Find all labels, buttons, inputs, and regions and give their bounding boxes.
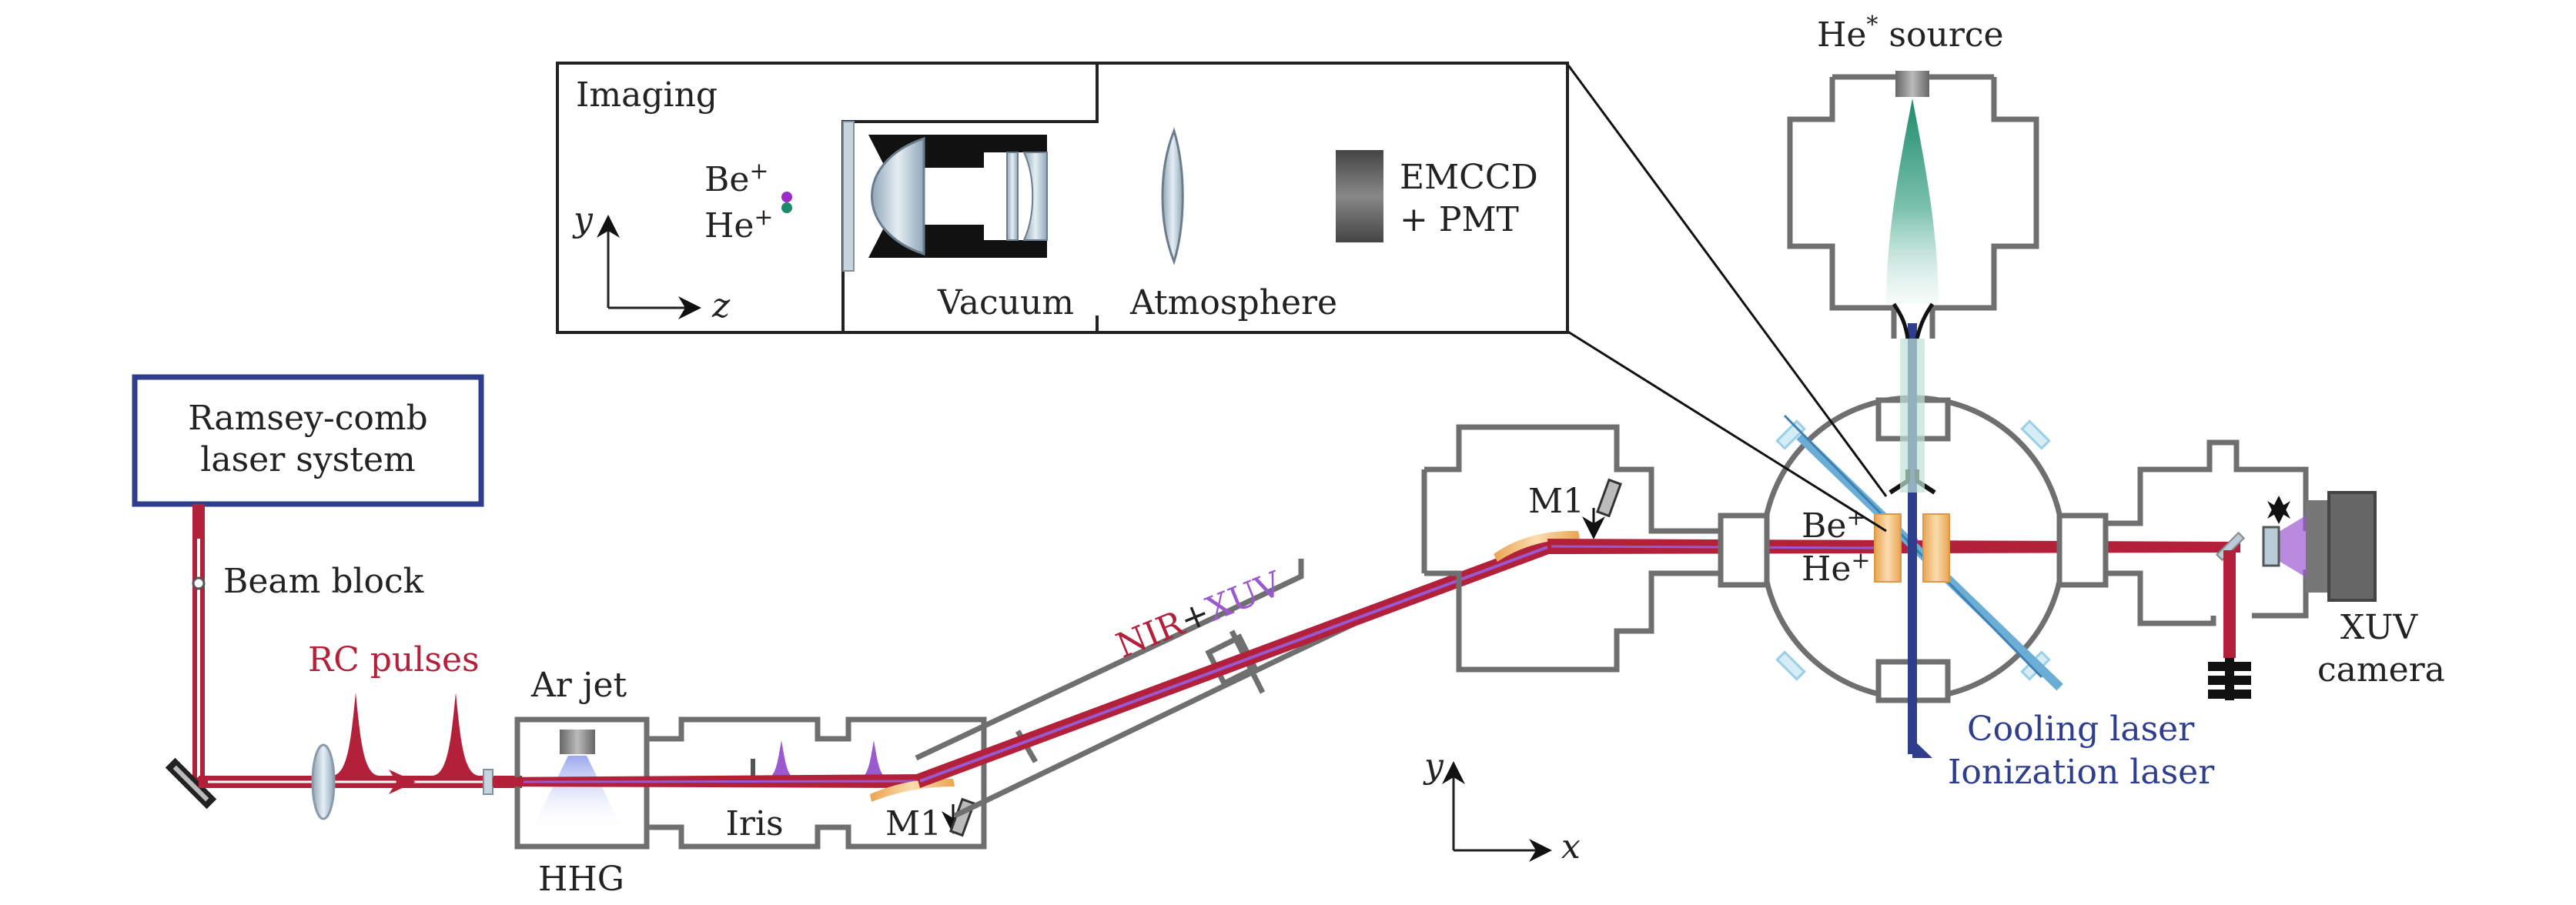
beam-dump-icon: [2208, 658, 2251, 700]
imaging-inset: [556, 62, 1888, 533]
ionization-laser-label: Ionization laser: [1948, 753, 2215, 792]
inset-he-text: He: [704, 206, 754, 245]
m1-lower-actuator-icon: [942, 797, 975, 837]
cooling-laser-label: Cooling laser: [1967, 710, 2195, 749]
inset-axis-y-label: y: [572, 200, 594, 239]
inset-be-text: Be: [704, 160, 749, 199]
iris-label: Iris: [725, 804, 783, 843]
rc-pulses-label: RC pulses: [308, 640, 480, 680]
trap-be-text: Be: [1802, 506, 1846, 546]
electrode-icon-left: [1874, 513, 1902, 583]
he-source-label: He* source: [1817, 12, 2004, 55]
trap-he-text: He: [1802, 549, 1851, 589]
hhg-label: HHG: [538, 860, 624, 899]
pulse-icon-2: [433, 693, 479, 776]
beam-to-dump: [2223, 550, 2236, 658]
objective-lens-assembly: [842, 121, 1048, 272]
he-beam-column: [1900, 339, 1925, 493]
laser-system-label-line2: laser system: [200, 440, 415, 479]
atmosphere-label: Atmosphere: [1129, 283, 1337, 322]
m1-upper-label: M1: [1528, 482, 1584, 521]
axis-y-label: y: [1423, 746, 1444, 786]
vacuum-label: Vacuum: [937, 283, 1074, 322]
m1-upper-actuator-icon: [1582, 478, 1622, 539]
xuv-camera-label-line1: XUV: [2340, 608, 2418, 647]
focusing-lens-icon: [311, 743, 336, 820]
inset-title: Imaging: [576, 75, 718, 115]
relay-lens-icon: [1161, 127, 1184, 265]
he-source-star: *: [1866, 12, 1878, 38]
xuv-label: XUV: [1201, 564, 1288, 629]
iris-icon: [751, 759, 755, 786]
m1-upper-chamber: [1421, 424, 1721, 673]
ar-jet-label: Ar jet: [530, 666, 627, 705]
inset-he-charge: +: [754, 204, 773, 231]
pulse-icon-1: [333, 693, 379, 776]
xuv-pulse-icon-2: [858, 740, 889, 779]
inset-be-label: Be+: [704, 158, 769, 199]
ionization-laser-pulse-icon: [1912, 739, 1932, 758]
filter-icon: [2262, 526, 2280, 567]
detector-label-line1: EMCCD: [1400, 158, 1538, 197]
trap-he-label: He+: [1802, 547, 1871, 589]
laser-system-label-line1: Ramsey-comb: [188, 399, 427, 438]
beam-block-label: Beam block: [223, 562, 424, 601]
xuv-camera-label-line2: camera: [2317, 650, 2445, 690]
he-source-nozzle-icon: [1895, 71, 1929, 97]
m1-upper-mirror-icon: [1494, 530, 1580, 562]
xy-axis-icon: [1442, 761, 1552, 862]
entrance-window-icon: [483, 769, 493, 795]
yz-axis-icon: [597, 215, 701, 319]
gas-jet-plume: [531, 756, 624, 831]
inset-he-ion-dot: [781, 202, 792, 213]
trap-be-label: Be+: [1802, 504, 1866, 546]
inset-be-ion-dot: [781, 192, 792, 202]
axis-x-label: x: [1561, 827, 1581, 867]
inset-be-charge: +: [749, 158, 768, 185]
beam-block-icon: [192, 576, 206, 590]
gas-nozzle-icon: [560, 730, 595, 754]
he-source-he: He: [1817, 15, 1866, 55]
trap-he-charge: +: [1851, 547, 1870, 574]
m1-lower-mirror-icon: [870, 778, 955, 802]
beam-direction-arrow-icon: [389, 770, 416, 794]
inset-he-label: He+: [704, 204, 774, 245]
detector-icon: [1336, 150, 1383, 242]
fold-mirror-icon: [165, 757, 217, 810]
m1-lower-label: M1: [885, 804, 942, 843]
inset-axis-z-label: z: [711, 286, 731, 326]
he-source-suffix: source: [1878, 15, 2003, 55]
electrode-icon-right: [1922, 513, 1950, 583]
camera-icon: [2267, 491, 2377, 602]
iris-chamber: [647, 716, 987, 850]
detector-label-line2: + PMT: [1400, 200, 1519, 239]
laser-system-box: [132, 374, 484, 507]
xuv-pulse-icon-1: [766, 740, 797, 779]
he-source-plume: [1886, 99, 1939, 304]
